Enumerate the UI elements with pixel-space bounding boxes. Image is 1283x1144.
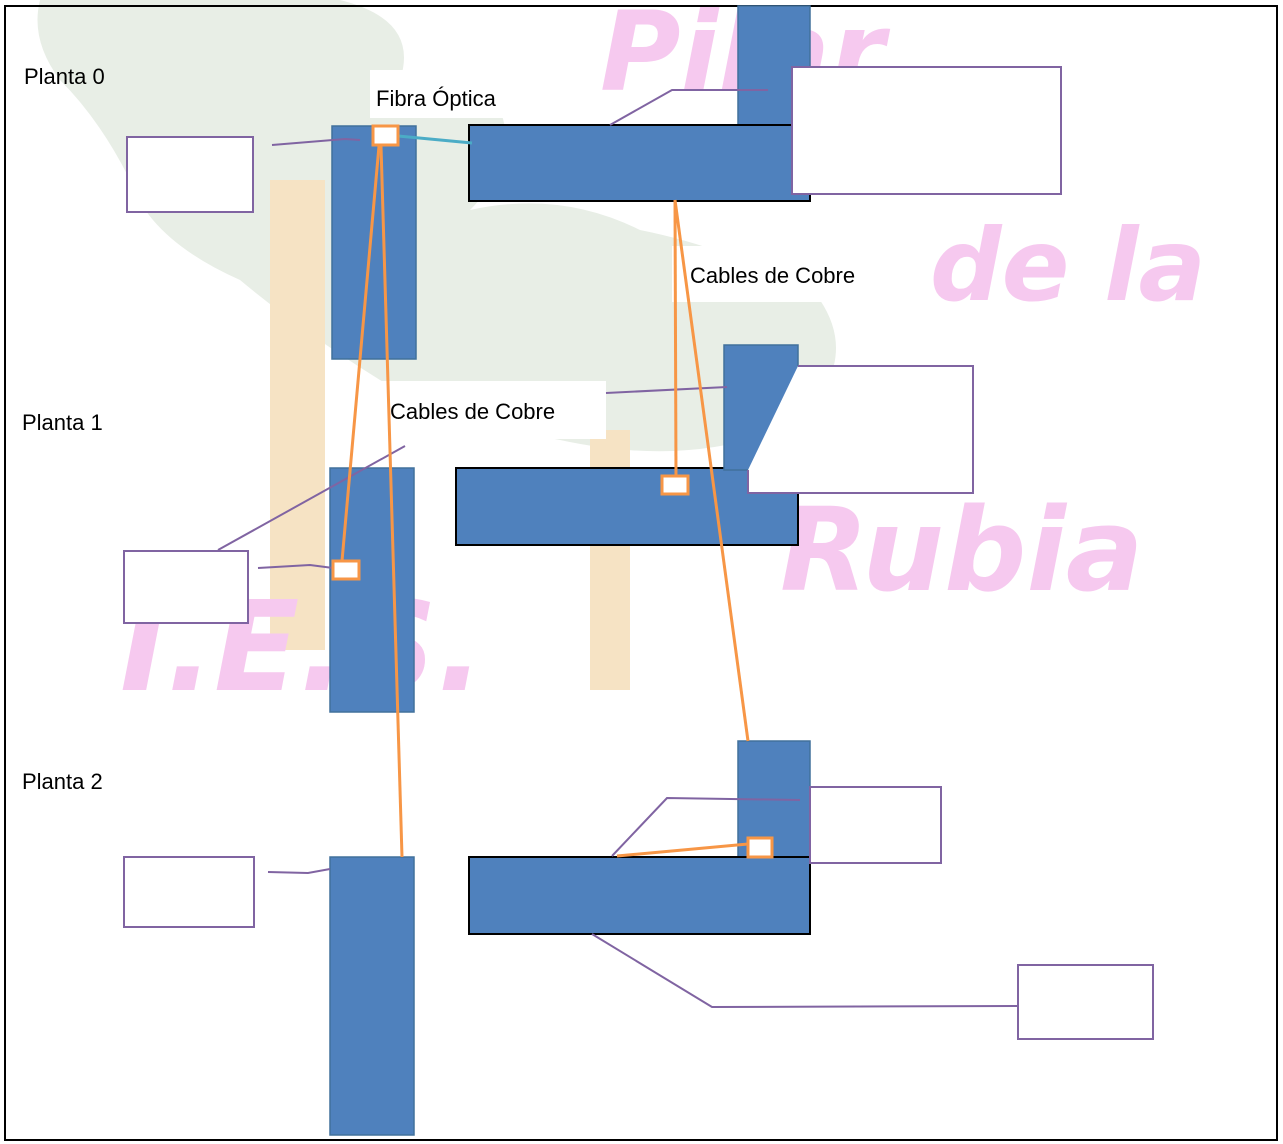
leader-p1-left xyxy=(257,563,334,569)
node-p0-left xyxy=(371,124,400,147)
floor-label-0: Planta 0 xyxy=(24,64,105,89)
building-p0-left xyxy=(331,125,417,360)
leader-p1-lower-label xyxy=(217,445,406,551)
svg-text:de la: de la xyxy=(930,207,1206,324)
callout-box-p0-left xyxy=(126,136,254,213)
floor-label-1: Planta 1 xyxy=(22,410,103,435)
callout-box-p2-bottom xyxy=(1017,964,1154,1040)
copper-cable-p0-to-p2-hub xyxy=(673,199,750,742)
copper-cable-label-upper: Cables de Cobre xyxy=(690,263,855,288)
node-p1-hub xyxy=(660,474,690,496)
tree-trunk-left xyxy=(270,180,325,650)
building-p2-left xyxy=(329,856,415,1136)
page-frame xyxy=(4,5,1278,1141)
tree-canopy xyxy=(37,0,836,452)
leader-p0-left xyxy=(271,137,361,146)
fiber-optic-label: Fibra Óptica xyxy=(376,86,497,111)
callout-box-p2-right xyxy=(809,786,942,864)
callout-box-p0-right xyxy=(791,66,1062,195)
callout-box-p1-right xyxy=(747,365,974,494)
building-p1-left xyxy=(329,467,415,713)
leader-p0-right xyxy=(609,89,768,126)
leader-p2-left xyxy=(267,868,331,875)
svg-text:Rubia: Rubia xyxy=(780,484,1143,618)
copper-cable-p2-local xyxy=(616,842,749,858)
copper-cable-p0-to-p2-left xyxy=(379,145,404,858)
fiber-optic-cable xyxy=(397,134,473,145)
floor-label-2: Planta 2 xyxy=(22,769,103,794)
copper-label-lower-box xyxy=(360,381,606,439)
building-p0-horizontal xyxy=(468,124,811,202)
copper-cable-p0-to-p1-hub xyxy=(673,199,678,478)
callout-box-p2-left xyxy=(123,856,255,928)
leader-p2-right xyxy=(611,796,801,857)
node-p2-hub xyxy=(746,836,774,859)
fiber-label-box xyxy=(370,70,540,118)
copper-cable-label-lower: Cables de Cobre xyxy=(390,399,555,424)
building-p2-horizontal xyxy=(468,856,811,935)
leader-p1-right xyxy=(605,386,728,394)
node-p1-left xyxy=(331,559,361,581)
copper-cable-p0-to-p1-left xyxy=(340,145,381,562)
building-p1-horizontal xyxy=(455,467,799,546)
leader-p2-bottom xyxy=(591,933,1019,1009)
copper-label-upper-box xyxy=(672,246,908,302)
callout-box-p1-left xyxy=(123,550,249,624)
watermark: Pilar de la Rubia I.E.S. xyxy=(120,0,1206,720)
